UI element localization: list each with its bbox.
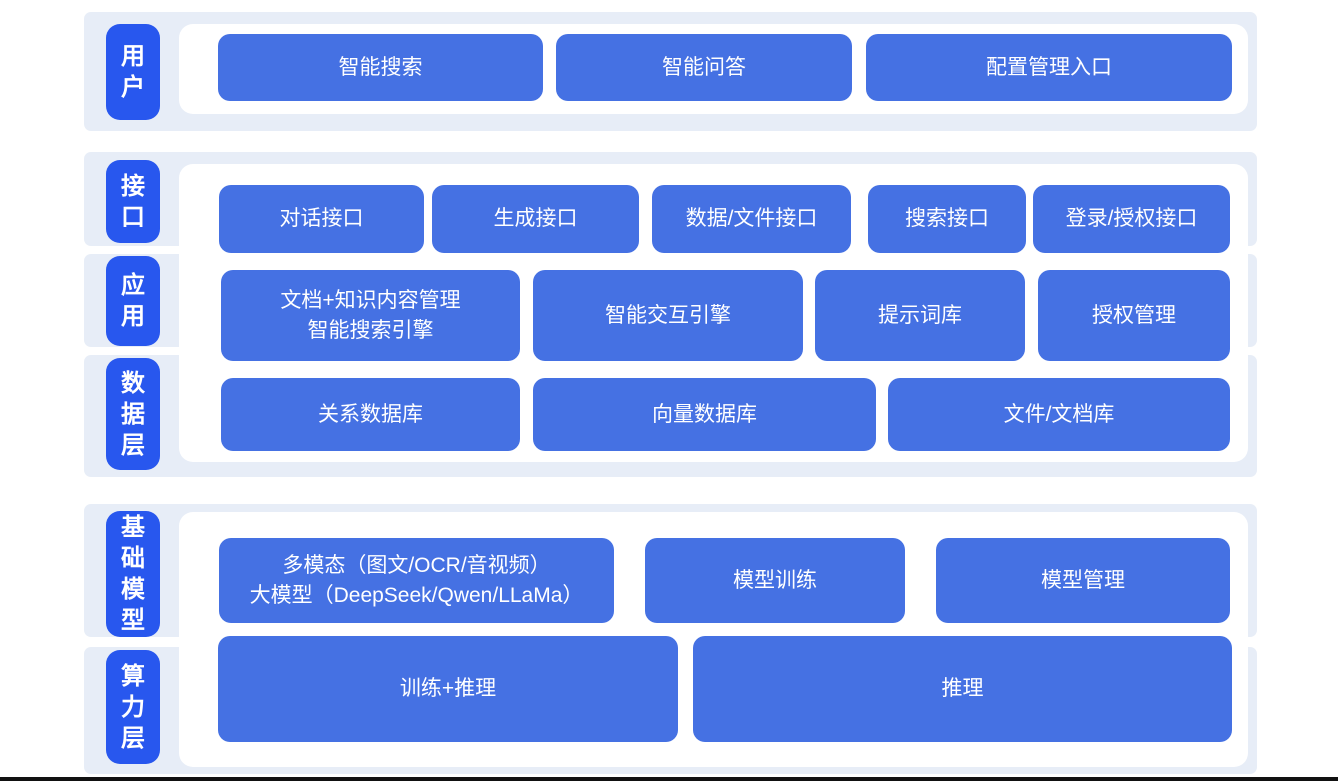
box-smart-interaction-engine: 智能交互引擎 xyxy=(533,270,803,361)
tab-foundation-model-layer: 基 础 模 型 xyxy=(106,511,160,637)
tab-data-layer: 数 据 层 xyxy=(106,358,160,470)
box-training-plus-inference: 训练+推理 xyxy=(218,636,678,742)
box-model-training: 模型训练 xyxy=(645,538,905,623)
tab-application-layer: 应 用 xyxy=(106,256,160,346)
box-dialog-api: 对话接口 xyxy=(219,185,424,253)
box-model-management: 模型管理 xyxy=(936,538,1230,623)
box-prompt-library: 提示词库 xyxy=(815,270,1025,361)
tab-user-layer: 用 户 xyxy=(106,24,160,120)
box-auth-management: 授权管理 xyxy=(1038,270,1230,361)
box-search-api: 搜索接口 xyxy=(868,185,1026,253)
box-login-auth-api: 登录/授权接口 xyxy=(1033,185,1230,253)
tab-compute-layer: 算 力 层 xyxy=(106,650,160,764)
box-multimodal-llm: 多模态（图文/OCR/音视频） 大模型（DeepSeek/Qwen/LLaMa） xyxy=(219,538,614,623)
box-relational-database: 关系数据库 xyxy=(221,378,520,451)
box-data-file-api: 数据/文件接口 xyxy=(652,185,851,253)
bottom-border-line xyxy=(0,777,1338,781)
box-doc-knowledge-search-engine: 文档+知识内容管理 智能搜索引擎 xyxy=(221,270,520,361)
box-file-document-store: 文件/文档库 xyxy=(888,378,1230,451)
box-smart-qa: 智能问答 xyxy=(556,34,852,101)
box-generation-api: 生成接口 xyxy=(432,185,639,253)
box-inference: 推理 xyxy=(693,636,1232,742)
box-vector-database: 向量数据库 xyxy=(533,378,876,451)
box-smart-search: 智能搜索 xyxy=(218,34,543,101)
box-config-management-entry: 配置管理入口 xyxy=(866,34,1232,101)
tab-interface-layer: 接 口 xyxy=(106,160,160,243)
